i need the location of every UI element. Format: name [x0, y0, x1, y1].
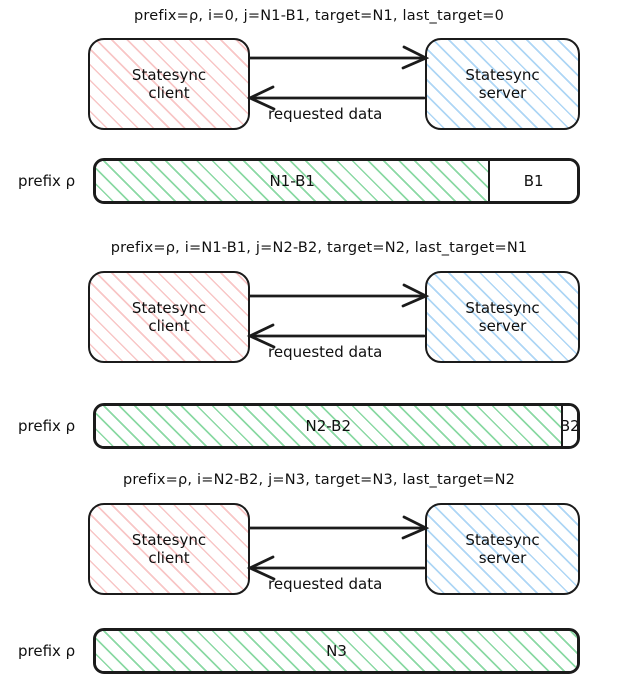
server-label-line2: server: [478, 549, 527, 567]
bar-segment-synced-3: N3: [96, 631, 577, 671]
prefix-label-3: prefix ρ: [18, 642, 76, 660]
server-label-line2: server: [478, 84, 527, 102]
round-caption-2: prefix=ρ, i=N1-B1, j=N2-B2, target=N2, l…: [110, 240, 528, 256]
bar-segment-remaining-2: B2: [562, 406, 577, 446]
prefix-bar-row-3: prefix ρ N3: [0, 628, 638, 680]
exchange-arrows-2: [246, 283, 430, 349]
bar-segment-remaining-1: B1: [490, 161, 577, 201]
server-label-line1: Statesync: [465, 530, 540, 549]
statesync-server-node-2[interactable]: Statesync server: [425, 271, 580, 363]
prefix-bar-3[interactable]: N3: [93, 628, 580, 674]
prefix-bar-row-1: prefix ρ N1-B1 B1: [0, 158, 638, 210]
exchange-block-3: Statesync client Statesync server reques…: [0, 500, 638, 610]
prefix-bar-1[interactable]: N1-B1 B1: [93, 158, 580, 204]
round-caption-1: prefix=ρ, i=0, j=N1-B1, target=N1, last_…: [133, 8, 505, 24]
requested-data-label-1: requested data: [268, 105, 383, 123]
requested-data-label-2: requested data: [268, 343, 383, 361]
statesync-server-node-3[interactable]: Statesync server: [425, 503, 580, 595]
server-label-line2: server: [478, 317, 527, 335]
prefix-bar-2[interactable]: N2-B2 B2: [93, 403, 580, 449]
exchange-block-1: Statesync client Statesync server reques…: [0, 35, 638, 145]
client-label-line2: client: [148, 84, 190, 102]
client-label-line2: client: [148, 549, 190, 567]
exchange-arrows-1: [246, 45, 430, 111]
exchange-block-2: Statesync client Statesync server reques…: [0, 268, 638, 378]
bar-segment-synced-2: N2-B2: [96, 406, 563, 446]
client-label-line1: Statesync: [131, 65, 207, 84]
round-caption-3: prefix=ρ, i=N2-B2, j=N3, target=N3, last…: [122, 472, 516, 488]
client-label-line1: Statesync: [131, 298, 207, 317]
prefix-label-2: prefix ρ: [18, 417, 76, 435]
statesync-client-node-3[interactable]: Statesync client: [88, 503, 250, 595]
server-label-line1: Statesync: [465, 65, 540, 84]
bar-segment-synced-1: N1-B1: [96, 161, 491, 201]
prefix-bar-row-2: prefix ρ N2-B2 B2: [0, 403, 638, 455]
server-label-line1: Statesync: [465, 298, 540, 317]
exchange-arrows-3: [246, 515, 430, 581]
statesync-server-node-1[interactable]: Statesync server: [425, 38, 580, 130]
statesync-client-node-1[interactable]: Statesync client: [88, 38, 250, 130]
requested-data-label-3: requested data: [268, 575, 383, 593]
client-label-line1: Statesync: [131, 530, 207, 549]
client-label-line2: client: [148, 317, 190, 335]
statesync-client-node-2[interactable]: Statesync client: [88, 271, 250, 363]
prefix-label-1: prefix ρ: [18, 172, 76, 190]
